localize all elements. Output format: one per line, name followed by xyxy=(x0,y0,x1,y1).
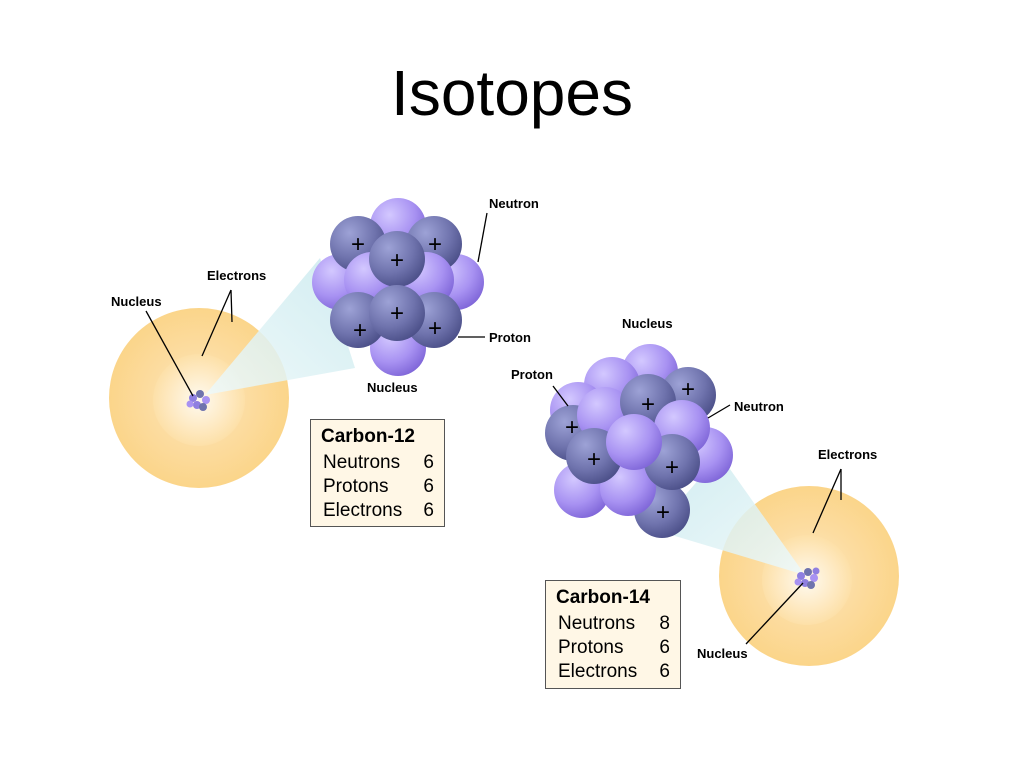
proton xyxy=(369,285,425,341)
small-nucleus xyxy=(186,390,210,411)
plus-sign: + xyxy=(656,499,670,526)
electrons-label: Electrons xyxy=(207,268,266,283)
nucleus-label: Nucleus xyxy=(622,316,673,331)
carbon14-info-box: Carbon-14 Neutrons 8 Protons 6 Electrons… xyxy=(545,580,681,689)
neutrons-row: Neutrons 6 xyxy=(323,452,434,473)
plus-sign: + xyxy=(565,414,579,441)
neutrons-row: Neutrons 8 xyxy=(558,613,670,634)
carbon14-nucleus: + + + + + + xyxy=(545,344,733,538)
plus-sign: + xyxy=(665,454,679,481)
small-nucleus xyxy=(794,567,820,589)
plus-sign: + xyxy=(587,446,601,473)
plus-sign: + xyxy=(351,231,365,258)
isotope-name: Carbon-12 xyxy=(321,426,415,447)
plus-sign: + xyxy=(353,317,367,344)
proton-label: Proton xyxy=(489,330,531,345)
carbon12-nucleus: + + + + + + xyxy=(312,198,484,376)
electrons-label: Electrons xyxy=(818,447,877,462)
isotope-name: Carbon-14 xyxy=(556,587,650,608)
plus-sign: + xyxy=(390,247,404,274)
nucleus-label: Nucleus xyxy=(111,294,162,309)
proton xyxy=(369,231,425,287)
plus-sign: + xyxy=(681,376,695,403)
neutron xyxy=(606,414,662,470)
carbon12-info-box: Carbon-12 Neutrons 6 Protons 6 Electrons… xyxy=(310,419,445,527)
protons-row: Protons 6 xyxy=(323,476,434,497)
page-title: Isotopes xyxy=(391,57,633,129)
proton-label: Proton xyxy=(511,367,553,382)
carbon14-labels: Nucleus Proton Neutron Electrons Nucleus xyxy=(511,316,877,661)
plus-sign: + xyxy=(428,315,442,342)
nucleus-label: Nucleus xyxy=(367,380,418,395)
electrons-row: Electrons 6 xyxy=(323,500,434,521)
carbon12-labels: Neutron Proton Nucleus Electrons Nucleus xyxy=(111,196,539,397)
carbon14-atom xyxy=(655,455,899,666)
nucleus-label: Nucleus xyxy=(697,646,748,661)
carbon12-atom xyxy=(109,258,355,488)
plus-sign: + xyxy=(641,391,655,418)
plus-sign: + xyxy=(428,231,442,258)
magnification-beam xyxy=(655,455,805,575)
neutron-label: Neutron xyxy=(734,399,784,414)
neutron-label: Neutron xyxy=(489,196,539,211)
electrons-row: Electrons 6 xyxy=(558,661,670,682)
protons-row: Protons 6 xyxy=(558,637,670,658)
plus-sign: + xyxy=(390,300,404,327)
